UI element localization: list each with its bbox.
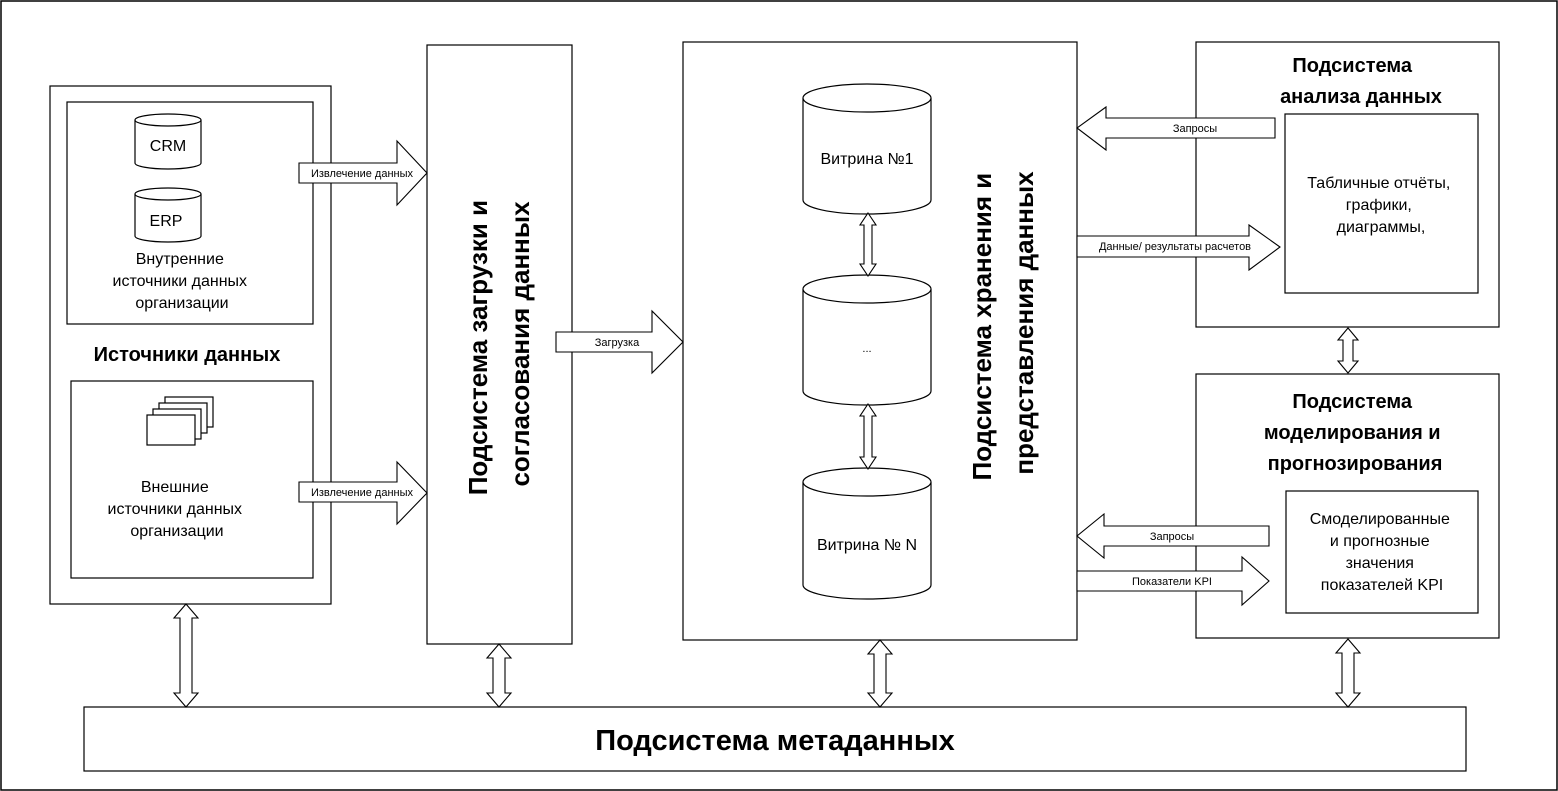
arrow-kpi-label: Показатели KPI <box>1132 576 1212 588</box>
arrow-extract-external: Извлечение данных <box>298 460 428 526</box>
crm-database-icon: CRM <box>134 113 202 170</box>
arrow-modeling-requests: Запросы <box>1076 512 1270 560</box>
connector-etl-metadata <box>485 643 513 708</box>
analysis-title: Подсистема анализа данных <box>1280 55 1442 108</box>
connector-sources-metadata <box>172 603 200 708</box>
metadata-box <box>83 706 1467 772</box>
data-mart-n: Витрина № N <box>802 467 932 600</box>
storage-title: Подсистема хранения и представления данн… <box>967 166 1039 481</box>
connector-storage-metadata <box>866 639 894 708</box>
svg-text:Подсистема загрузки и с: Подсистема загрузки и согласования данны… <box>463 193 535 496</box>
modeling-inner-box <box>1285 490 1479 614</box>
arrow-extract-internal-label: Извлечение данных <box>311 168 414 180</box>
connector-modeling-metadata <box>1334 638 1362 708</box>
internal-sources-label: Внутренние источники данных организации <box>113 251 252 312</box>
arrow-kpi: Показатели KPI <box>1076 555 1270 607</box>
connector-analysis-modeling <box>1336 327 1360 374</box>
data-mart-2: ... <box>802 274 932 406</box>
modeling-outputs-label: Смоделированные и прогнозные значения по… <box>1310 511 1455 594</box>
arrow-modeling-requests-label: Запросы <box>1150 531 1194 543</box>
analysis-inner-box <box>1284 113 1479 294</box>
external-sources-label: Внешние источники данных организации <box>108 479 247 540</box>
arrow-analysis-results: Данные/ результаты расчетов <box>1076 223 1281 272</box>
arrow-load: Загрузка <box>555 309 684 375</box>
arrow-load-label: Загрузка <box>595 337 640 349</box>
crm-label: CRM <box>150 138 186 155</box>
connector-mart1-mart2 <box>858 212 878 277</box>
erp-database-icon: ERP <box>134 187 202 243</box>
arrow-analysis-results-label: Данные/ результаты расчетов <box>1099 241 1251 253</box>
connector-mart2-martn <box>858 403 878 470</box>
modeling-title: Подсистема моделирования и прогнозирован… <box>1264 391 1446 475</box>
arrow-extract-internal: Извлечение данных <box>298 139 428 207</box>
metadata-title: Подсистема метаданных <box>595 725 954 757</box>
arrow-analysis-requests: Запросы <box>1076 105 1276 152</box>
sources-title: Источники данных <box>94 344 281 366</box>
etl-box <box>426 44 573 645</box>
erp-label: ERP <box>150 213 183 230</box>
arrow-analysis-requests-label: Запросы <box>1173 123 1217 135</box>
documents-stack-icon <box>146 396 214 446</box>
etl-title: Подсистема загрузки и согласования данны… <box>463 193 535 496</box>
analysis-outputs-label: Табличные отчёты, графики, диаграммы, <box>1307 175 1455 236</box>
data-mart-1: Витрина №1 <box>802 83 932 215</box>
data-mart-2-label: ... <box>862 343 871 355</box>
arrow-extract-external-label: Извлечение данных <box>311 487 414 499</box>
data-mart-1-label: Витрина №1 <box>820 151 913 168</box>
data-mart-n-label: Витрина № N <box>817 537 917 554</box>
svg-text:Подсистема хранения и пр: Подсистема хранения и представления данн… <box>967 166 1039 481</box>
